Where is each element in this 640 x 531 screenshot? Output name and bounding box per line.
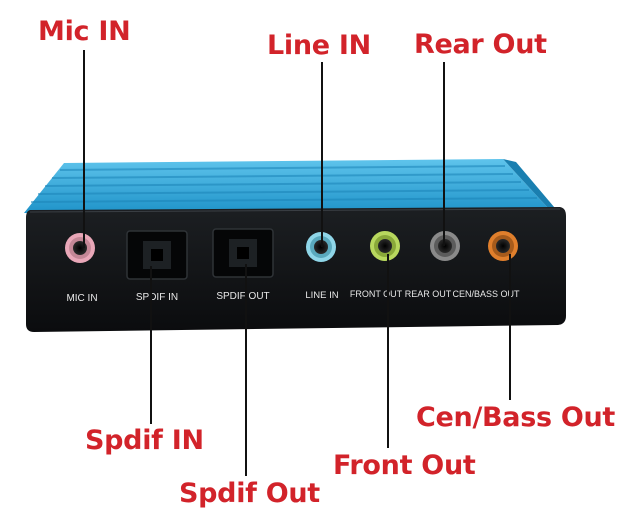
front-out-panel-label: FRONT OUT	[350, 289, 403, 299]
spdif-out-callout: Spdif Out	[179, 478, 320, 509]
mic-in-jack	[65, 233, 95, 263]
spdif-out-port	[212, 228, 274, 278]
rear-out-panel-label: REAR OUT	[405, 289, 452, 299]
cen-bass-out-panel-label: CEN/BASS OUT	[452, 289, 520, 299]
spdif-in-port	[126, 230, 188, 280]
rear-out-callout: Rear Out	[414, 29, 547, 60]
cen-bass-out-callout: Cen/Bass Out	[416, 402, 616, 433]
spdif-out-panel-label: SPDIF OUT	[216, 291, 269, 302]
front-out-jack	[370, 231, 400, 261]
spdif-in-panel-label: SPDIF IN	[136, 292, 178, 303]
spdif-in-callout: Spdif IN	[85, 425, 204, 456]
front-out-callout: Front Out	[333, 450, 476, 481]
line-in-callout: Line IN	[267, 30, 371, 61]
cen-bass-out-jack	[488, 231, 518, 261]
device-body	[24, 159, 560, 214]
line-in-panel-label: LINE IN	[305, 290, 338, 301]
mic-in-callout: Mic IN	[38, 16, 131, 47]
mic-in-panel-label: MIC IN	[66, 293, 97, 304]
front-panel	[26, 207, 566, 332]
